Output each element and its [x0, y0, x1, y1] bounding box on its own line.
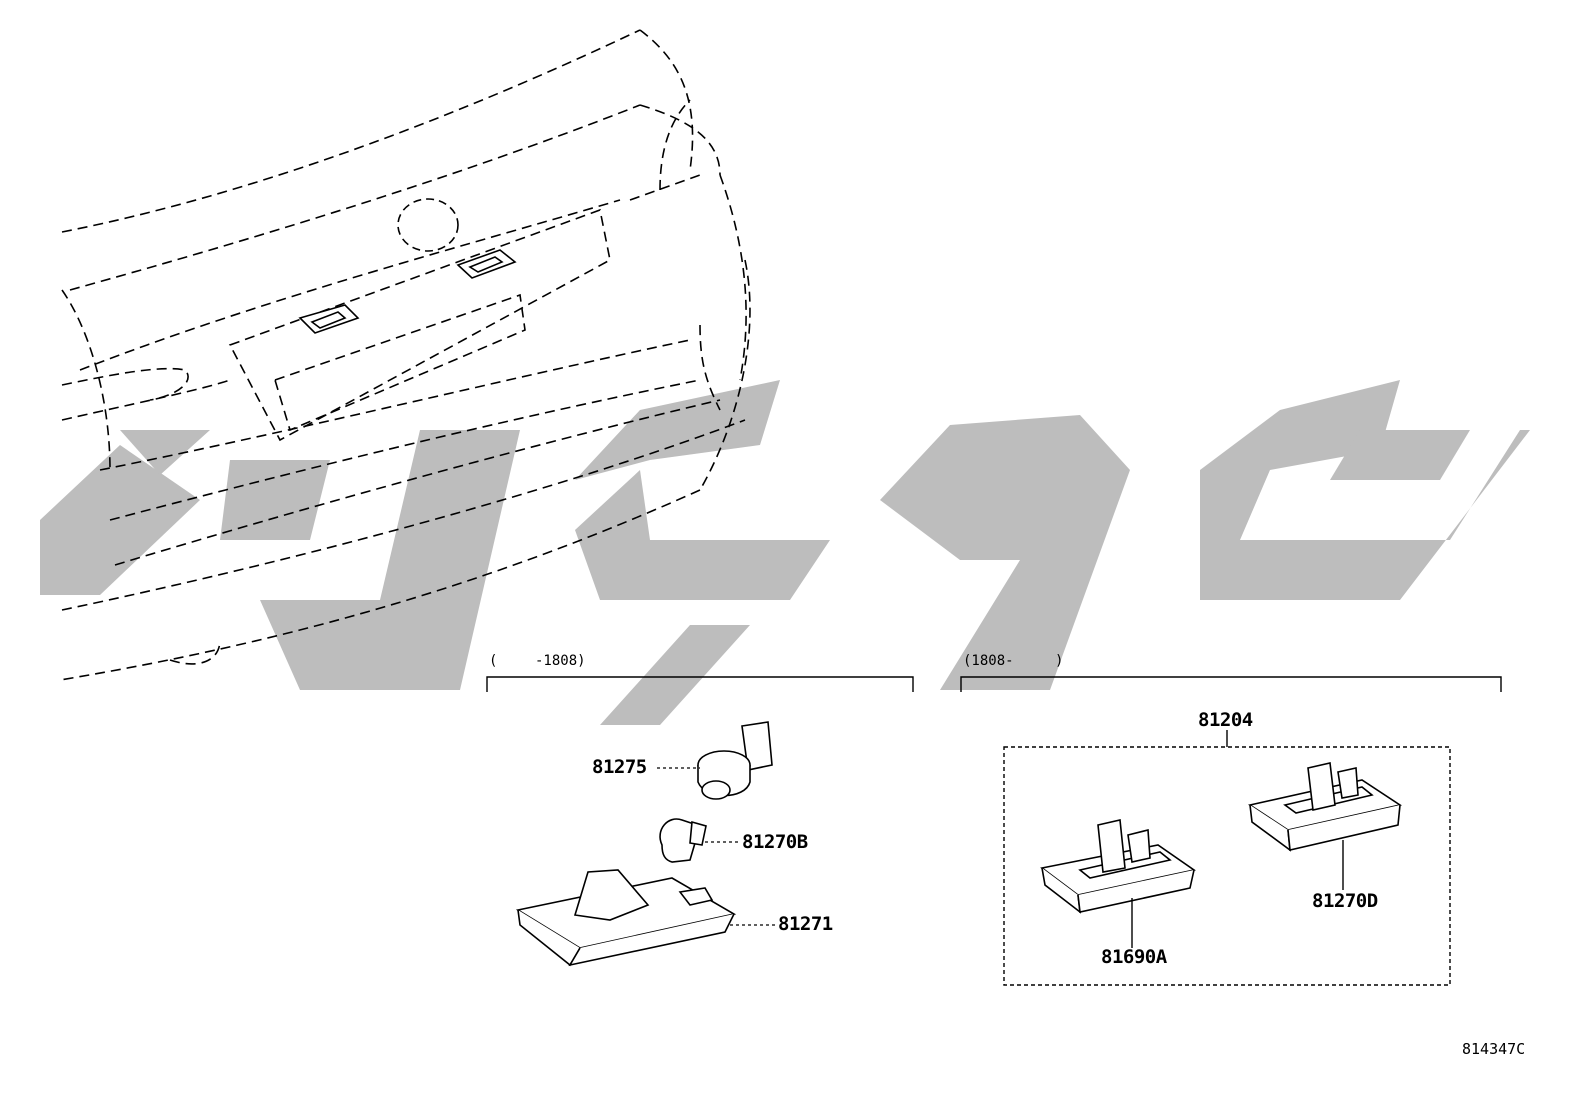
assembly-81204-box [1003, 746, 1451, 986]
leader-lines-left [657, 767, 775, 926]
socket-81275-drawing [697, 721, 773, 800]
part-number-81204[interactable]: 81204 [1198, 709, 1253, 731]
part-number-81275[interactable]: 81275 [592, 756, 647, 778]
lamp-81271-drawing [515, 869, 737, 967]
vehicle-outline-dashed [59, 29, 751, 681]
range-open-pre-1808: ( [489, 653, 498, 669]
part-number-81270D[interactable]: 81270D [1312, 890, 1378, 912]
leader-lines-right [1131, 840, 1344, 948]
bracket-pre-1808 [486, 676, 914, 692]
license-lamps-installed [298, 249, 517, 334]
lamp-81270D-drawing [1247, 762, 1403, 852]
watermark-shapes [40, 380, 1530, 725]
lamp-81690A-drawing [1040, 819, 1196, 914]
part-number-81690A[interactable]: 81690A [1101, 946, 1167, 968]
emblem-outline [397, 198, 459, 252]
range-close-post-1808: ) [1055, 653, 1064, 669]
bulb-81270B-drawing [659, 818, 707, 863]
part-number-81270B[interactable]: 81270B [742, 831, 808, 853]
figure-code: 814347C [1462, 1040, 1526, 1058]
bracket-post-1808 [960, 676, 1502, 692]
range-label-pre-1808: -1808) [535, 653, 586, 669]
part-number-81271[interactable]: 81271 [778, 913, 833, 935]
range-label-post-1808: (1808- [963, 653, 1014, 669]
